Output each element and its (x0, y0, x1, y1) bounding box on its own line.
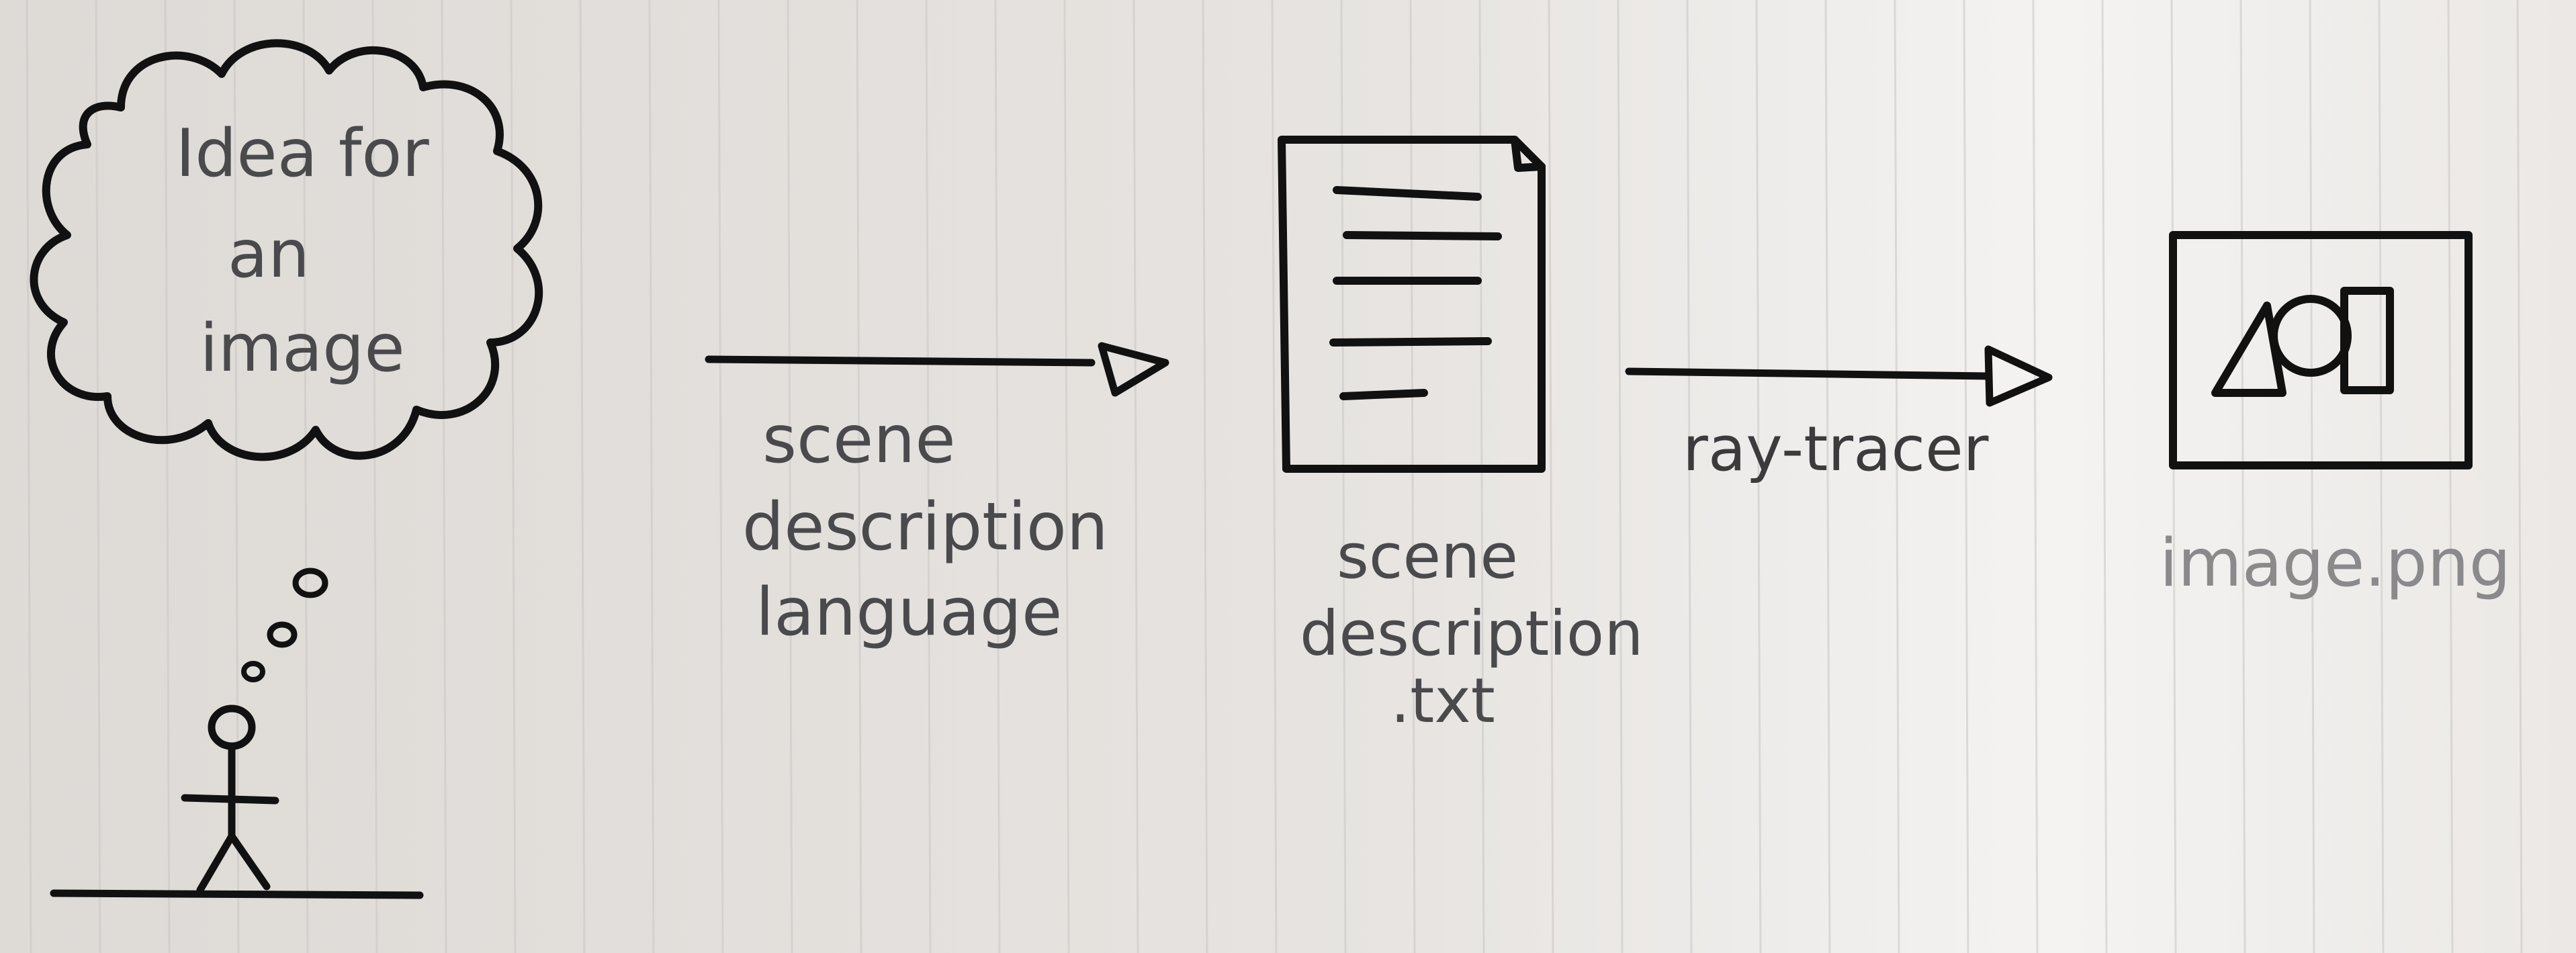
cloud-text-line-3: image (199, 310, 404, 387)
ruled-line (2170, 0, 2177, 953)
ruled-line (2516, 0, 2523, 953)
ruled-line (856, 0, 862, 953)
document-label-line-1: scene (1337, 520, 1518, 592)
ruled-line (1409, 0, 1416, 953)
thought-bubble-large (292, 568, 328, 598)
ruled-line (2447, 0, 2454, 953)
ruled-line (26, 0, 32, 953)
ground-line (50, 889, 424, 899)
cloud-text-line-2: an (228, 216, 310, 293)
ruled-line (233, 0, 240, 953)
ruled-line (1202, 0, 1208, 953)
arrow1-label-line-3: language (756, 574, 1062, 651)
ruled-line (717, 0, 724, 953)
arrow1-label-line-1: scene (762, 402, 956, 478)
ruled-line (648, 0, 655, 953)
ruled-line (95, 0, 101, 953)
ruled-line (925, 0, 932, 953)
ruled-line (787, 0, 793, 953)
image-label: image.png (2160, 525, 2511, 602)
ruled-line (1824, 0, 1831, 953)
ruled-line (1963, 0, 1969, 953)
arrow2-label: ray-tracer (1683, 413, 1989, 485)
ruled-line (1478, 0, 1485, 953)
document-label-line-3: .txt (1390, 665, 1495, 737)
ruled-line (1548, 0, 1554, 953)
image-frame-icon (2169, 231, 2473, 469)
ruled-line (1617, 0, 1624, 953)
ruled-line (302, 0, 309, 953)
thought-cloud (30, 39, 543, 461)
ruled-line (994, 0, 1001, 953)
ruled-lines (26, 0, 2523, 953)
ruled-line (1271, 0, 1278, 953)
arrow1-label-line-2: description (742, 489, 1108, 565)
cloud-text-line-1: Idea for (175, 116, 429, 192)
ruled-line (2239, 0, 2246, 953)
ruled-line (371, 0, 378, 953)
arrow-scene-description-language (705, 342, 1169, 397)
ruled-line (579, 0, 586, 953)
ruled-line (1340, 0, 1347, 953)
ruled-line (1894, 0, 1900, 953)
ruled-line (2101, 0, 2108, 953)
document-label-line-2: description (1300, 598, 1644, 670)
text-document-icon (1278, 136, 1546, 473)
ruled-line (164, 0, 171, 953)
ruled-line (1132, 0, 1139, 953)
stick-figure (181, 705, 279, 894)
ruled-line (2032, 0, 2039, 953)
ruled-line (441, 0, 447, 953)
ruled-line (1755, 0, 1762, 953)
ruled-line (2309, 0, 2315, 953)
ruled-line (2378, 0, 2385, 953)
arrow-ray-tracer (1625, 345, 2053, 407)
thought-bubble-small (241, 661, 265, 682)
ruled-line (1063, 0, 1070, 953)
thought-bubble-medium (267, 621, 298, 648)
ruled-line (1686, 0, 1693, 953)
